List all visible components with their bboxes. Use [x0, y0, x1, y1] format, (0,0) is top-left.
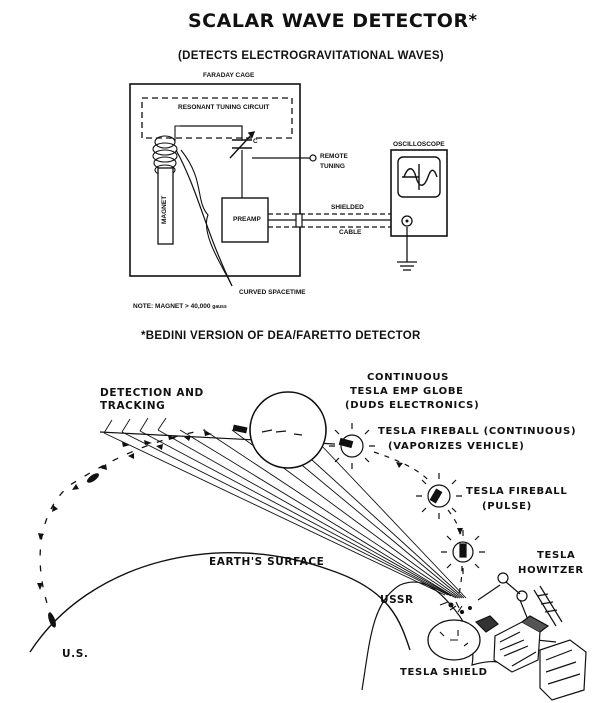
magnet-bar — [157, 167, 174, 245]
preamp-label: PREAMP — [233, 216, 261, 223]
curved-spacetime-line-1 — [175, 149, 233, 287]
shielded-label: SHIELDED — [331, 204, 364, 211]
remote-tuning-label-2: TUNING — [320, 163, 345, 170]
oscilloscope-label: OSCILLOSCOPE — [393, 141, 445, 148]
detector-subtitle: (DETECTS ELECTROGRAVITATIONAL WAVES) — [178, 50, 444, 62]
remote-tuning-terminal — [309, 154, 317, 162]
ground-symbol — [397, 227, 417, 271]
impact-site — [439, 601, 472, 615]
us-label: U.S. — [62, 648, 89, 660]
missile-trajectory — [39, 429, 206, 619]
capacitor-label: C — [253, 138, 258, 145]
detector-schematic — [129, 83, 448, 287]
trajectory-arrows — [37, 436, 191, 590]
missile-launch — [48, 612, 56, 628]
emp-globe — [249, 391, 327, 469]
resonant-circuit-label: RESONANT TUNING CIRCUIT — [178, 104, 270, 111]
detection-label-2: TRACKING — [100, 400, 166, 412]
missile-in-globe — [232, 424, 248, 434]
fireball-continuous-label-2: (VAPORIZES VEHICLE) — [388, 441, 525, 452]
variable-capacitor — [229, 131, 256, 159]
title-text: SCALAR WAVE DETECTOR — [188, 10, 469, 32]
tesla-structures — [474, 615, 587, 701]
detector-title: SCALAR WAVE DETECTOR* — [188, 10, 477, 32]
title-asterisk: * — [468, 10, 478, 29]
magnet-note-unit: gauss — [212, 304, 227, 310]
fireball-pulse-2 — [441, 530, 485, 574]
emp-label-2: TESLA EMP GLOBE — [350, 386, 464, 397]
emp-label-1: CONTINUOUS — [367, 372, 450, 383]
resonant-circuit-box — [141, 97, 293, 139]
ussr-label: USSR — [380, 594, 414, 606]
magnet-note: NOTE: MAGNET > 40,000 gauss — [133, 303, 227, 310]
fireball-continuous-label-1: TESLA FIREBALL (CONTINUOUS) — [378, 426, 577, 437]
curved-spacetime-line-2 — [180, 149, 233, 287]
cable-label: CABLE — [339, 229, 362, 236]
howitzer-label-1: TESLA — [537, 550, 576, 561]
faraday-cage-label: FARADAY CAGE — [203, 72, 255, 79]
faraday-cage-box — [129, 83, 301, 277]
remote-tuning-label-1: REMOTE — [320, 153, 348, 160]
fireball-continuous — [329, 423, 375, 469]
emp-label-3: (DUDS ELECTRONICS) — [345, 400, 480, 411]
oscilloscope-trace — [402, 164, 438, 190]
earth-surface-label: EARTH'S SURFACE — [209, 556, 325, 568]
ussr-coast — [361, 581, 511, 691]
shielded-cable — [268, 213, 405, 228]
curved-spacetime-label: CURVED SPACETIME — [239, 289, 306, 296]
howitzer-label-2: HOWITZER — [518, 565, 584, 576]
tesla-shield-label: TESLA SHIELD — [400, 667, 488, 678]
earth-surface — [29, 552, 411, 653]
magnet-note-text: NOTE: MAGNET > 40,000 — [133, 303, 211, 310]
fireball-path — [373, 451, 463, 599]
fireball-pulse-label-1: TESLA FIREBALL — [466, 486, 568, 497]
fireball-pulse — [416, 473, 462, 519]
fireball-pulse-label-2: (PULSE) — [482, 501, 532, 512]
footnote: *BEDINI VERSION OF DEA/FARETTO DETECTOR — [141, 330, 421, 342]
tesla-installation — [493, 615, 550, 673]
detection-label-1: DETECTION AND — [100, 387, 204, 399]
missile-midcourse — [87, 473, 99, 483]
